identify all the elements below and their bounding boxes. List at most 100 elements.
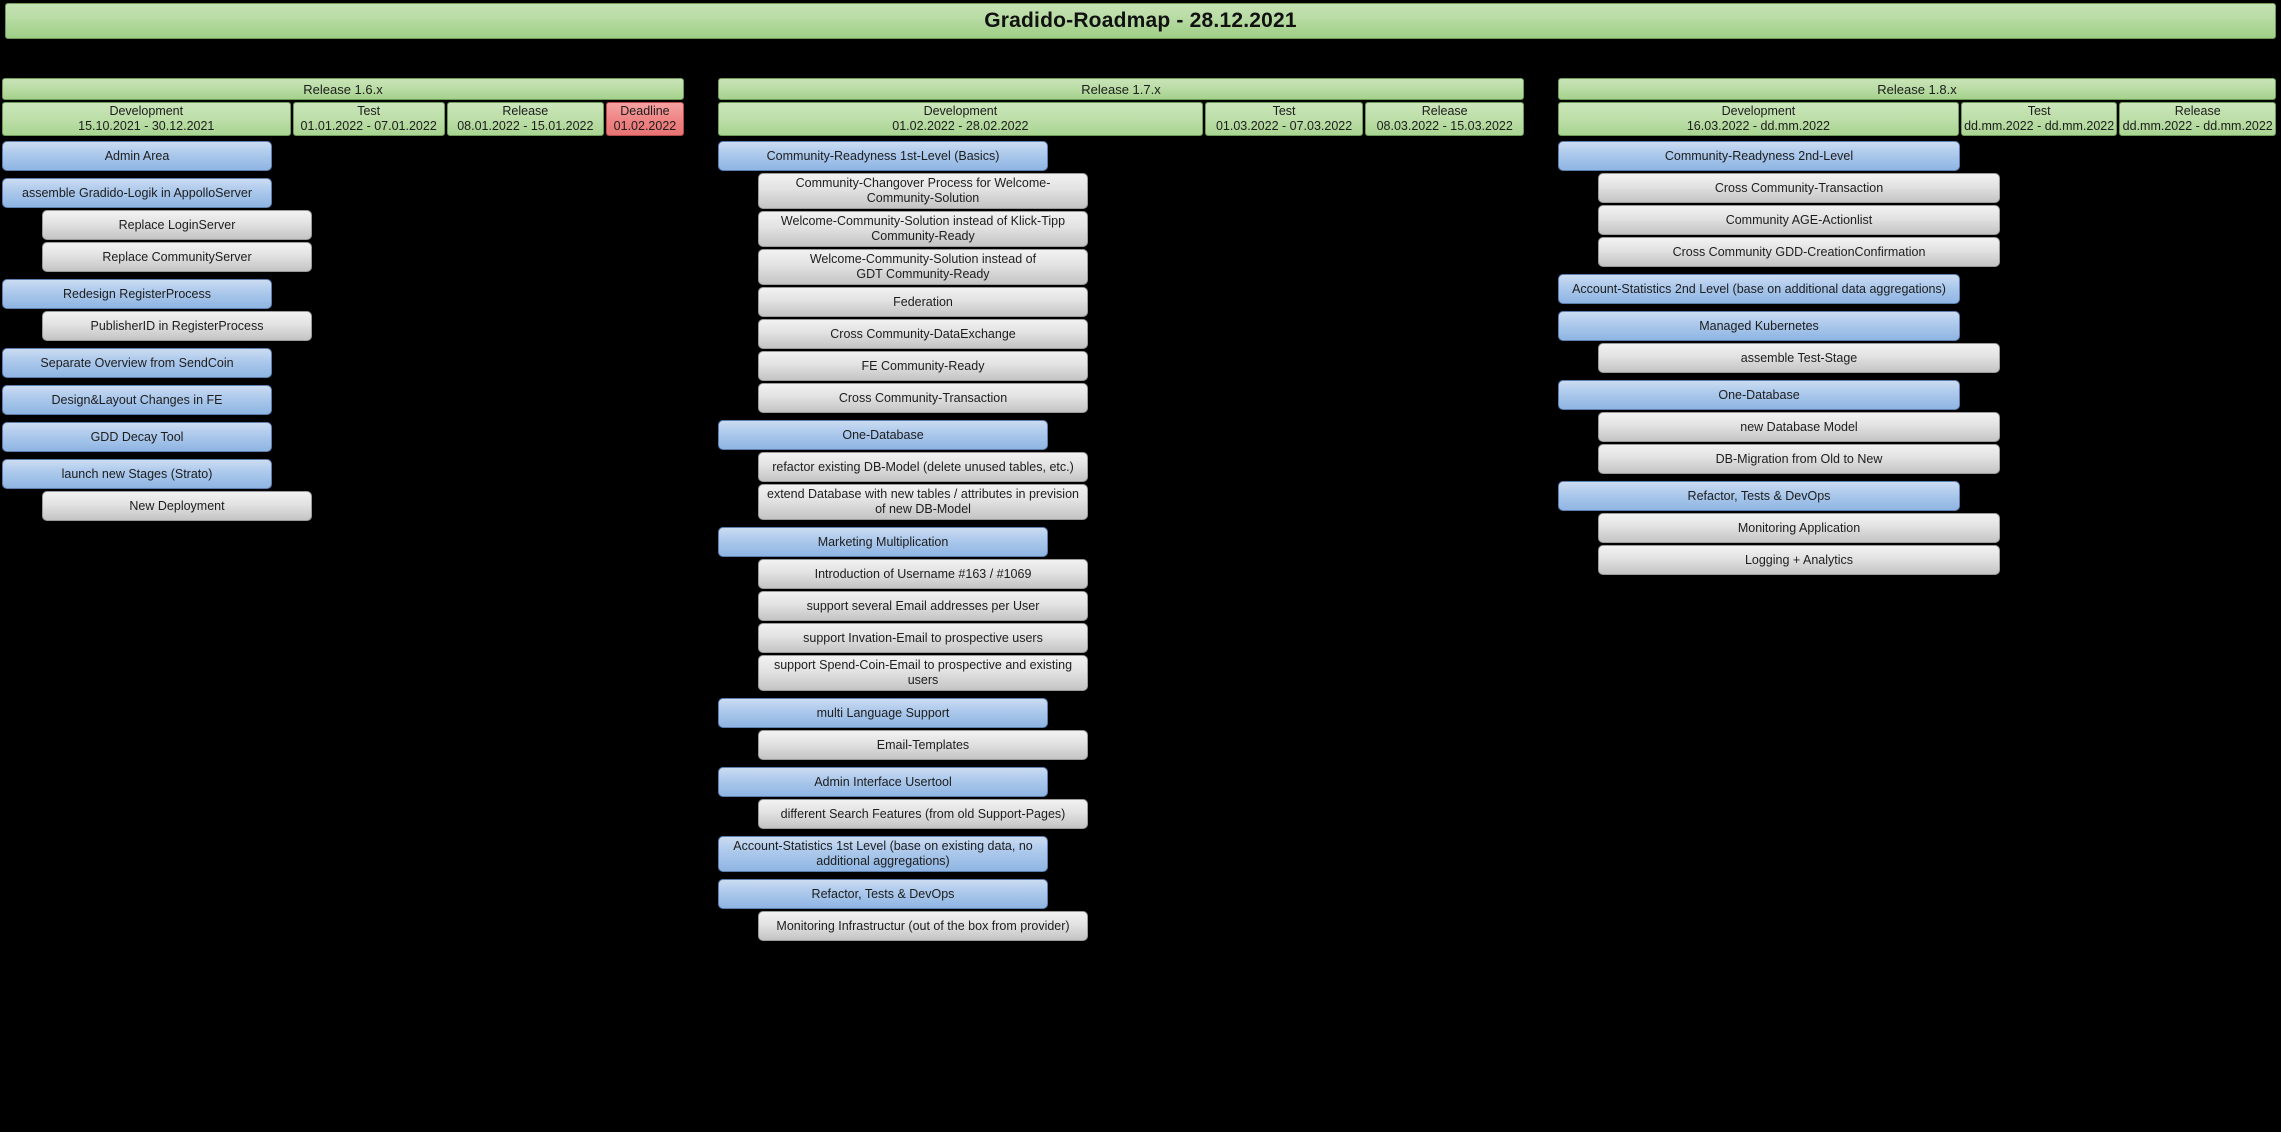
task-child[interactable]: Monitoring Application xyxy=(1598,513,2000,543)
task-child[interactable]: Introduction of Username #163 / #1069 xyxy=(758,559,1088,589)
phase-name: Release xyxy=(2174,104,2221,118)
task-child[interactable]: refactor existing DB-Model (delete unuse… xyxy=(758,452,1088,482)
task-child[interactable]: Email-Templates xyxy=(758,730,1088,760)
task-parent[interactable]: launch new Stages (Strato) xyxy=(2,459,272,489)
task-child[interactable]: Cross Community-Transaction xyxy=(1598,173,2000,203)
task-label: Logging + Analytics xyxy=(1744,552,1854,567)
phase-dates: 08.03.2022 - 15.03.2022 xyxy=(1376,119,1513,133)
task-child[interactable]: Community-Changover Process for Welcome-… xyxy=(758,173,1088,209)
task-label: new Database Model xyxy=(1740,419,1858,434)
task-label: Replace LoginServer xyxy=(118,217,236,232)
task-parent[interactable]: assemble Gradido-Logik in AppolloServer xyxy=(2,178,272,208)
task-label: launch new Stages (Strato) xyxy=(61,466,213,481)
task-child[interactable]: DB-Migration from Old to New xyxy=(1598,444,2000,474)
task-parent[interactable]: Design&Layout Changes in FE xyxy=(2,385,272,415)
task-parent[interactable]: Separate Overview from SendCoin xyxy=(2,348,272,378)
task-parent[interactable]: Account-Statistics 2nd Level (base on ad… xyxy=(1558,274,1960,304)
task-label: Refactor, Tests & DevOps xyxy=(811,886,955,901)
phase-dates: 01.02.2022 xyxy=(613,119,677,133)
task-label: Community AGE-Actionlist xyxy=(1725,212,1873,227)
task-parent[interactable]: Community-Readyness 2nd-Level xyxy=(1558,141,1960,171)
task-child[interactable]: Federation xyxy=(758,287,1088,317)
page-title: Gradido-Roadmap - 28.12.2021 xyxy=(984,9,1297,32)
task-parent[interactable]: Redesign RegisterProcess xyxy=(2,279,272,309)
task-label: Federation xyxy=(893,294,953,309)
task-parent[interactable]: Marketing Multiplication xyxy=(718,527,1048,557)
task-label: Welcome-Community-Solution instead of GD… xyxy=(809,252,1037,281)
task-child[interactable]: support several Email addresses per User xyxy=(758,591,1088,621)
task-child[interactable]: Monitoring Infrastructur (out of the box… xyxy=(758,911,1088,941)
task-child[interactable]: assemble Test-Stage xyxy=(1598,343,2000,373)
task-child[interactable]: Community AGE-Actionlist xyxy=(1598,205,2000,235)
phase-dates: 16.03.2022 - dd.mm.2022 xyxy=(1686,119,1831,133)
task-label: different Search Features (from old Supp… xyxy=(780,806,1066,821)
task-label: Replace CommunityServer xyxy=(102,249,252,264)
task-parent[interactable]: Managed Kubernetes xyxy=(1558,311,1960,341)
task-label: Admin Interface Usertool xyxy=(814,774,952,789)
task-parent[interactable]: Account-Statistics 1st Level (base on ex… xyxy=(718,836,1048,872)
task-child[interactable]: FE Community-Ready xyxy=(758,351,1088,381)
task-child[interactable]: Welcome-Community-Solution instead of Kl… xyxy=(758,211,1088,247)
task-child[interactable]: Cross Community-Transaction xyxy=(758,383,1088,413)
task-label: Cross Community-DataExchange xyxy=(830,326,1016,341)
task-parent[interactable]: One-Database xyxy=(718,420,1048,450)
task-child[interactable]: Replace LoginServer xyxy=(42,210,312,240)
task-child[interactable]: support Invation-Email to prospective us… xyxy=(758,623,1088,653)
phase-name: Release xyxy=(1421,104,1468,118)
task-label: Design&Layout Changes in FE xyxy=(51,392,223,407)
task-label: multi Language Support xyxy=(816,705,950,720)
task-list: Admin Area assemble Gradido-Logik in Appo… xyxy=(2,141,684,521)
task-child[interactable]: New Deployment xyxy=(42,491,312,521)
task-label: Cross Community-Transaction xyxy=(838,390,1008,405)
task-child[interactable]: Cross Community-DataExchange xyxy=(758,319,1088,349)
task-child[interactable]: PublisherID in RegisterProcess xyxy=(42,311,312,341)
release-title-2: Release 1.7.x xyxy=(718,78,1524,100)
release-title-label: Release 1.6.x xyxy=(303,81,383,97)
task-label: Monitoring Application xyxy=(1737,520,1861,535)
task-label: Welcome-Community-Solution instead of Kl… xyxy=(780,214,1066,243)
phase-name: Test xyxy=(357,104,381,118)
task-label: support several Email addresses per User xyxy=(806,598,1040,613)
task-parent[interactable]: GDD Decay Tool xyxy=(2,422,272,452)
task-child[interactable]: Logging + Analytics xyxy=(1598,545,2000,575)
task-parent[interactable]: One-Database xyxy=(1558,380,1960,410)
task-parent[interactable]: Refactor, Tests & DevOps xyxy=(1558,481,1960,511)
task-label: FE Community-Ready xyxy=(861,358,985,373)
task-label: Introduction of Username #163 / #1069 xyxy=(814,566,1032,581)
task-label: GDD Decay Tool xyxy=(90,429,184,444)
task-label: assemble Gradido-Logik in AppolloServer xyxy=(22,185,252,200)
task-parent[interactable]: Admin Area xyxy=(2,141,272,171)
task-label: One-Database xyxy=(1718,387,1800,402)
task-child[interactable]: support Spend-Coin-Email to prospective … xyxy=(758,655,1088,691)
phase-dates: 01.03.2022 - 07.03.2022 xyxy=(1215,119,1353,133)
task-child[interactable]: new Database Model xyxy=(1598,412,2000,442)
task-parent[interactable]: Community-Readyness 1st-Level (Basics) xyxy=(718,141,1048,171)
task-parent[interactable]: multi Language Support xyxy=(718,698,1048,728)
task-label: Account-Statistics 2nd Level (base on ad… xyxy=(1572,281,1946,296)
phase-dates: dd.mm.2022 - dd.mm.2022 xyxy=(1964,119,2115,133)
task-child[interactable]: Welcome-Community-Solution instead of GD… xyxy=(758,249,1088,285)
phase-dates: dd.mm.2022 - dd.mm.2022 xyxy=(2122,119,2273,133)
task-label: extend Database with new tables / attrib… xyxy=(767,487,1079,516)
phase-name: Test xyxy=(2027,104,2051,118)
phase-dates: 01.01.2022 - 07.01.2022 xyxy=(300,119,437,133)
task-child[interactable]: Cross Community GDD-CreationConfirmation xyxy=(1598,237,2000,267)
task-label: Admin Area xyxy=(104,148,170,163)
task-child[interactable]: different Search Features (from old Supp… xyxy=(758,799,1088,829)
phase-dates: 15.10.2021 - 30.12.2021 xyxy=(78,119,215,133)
task-parent[interactable]: Admin Interface Usertool xyxy=(718,767,1048,797)
task-parent[interactable]: Refactor, Tests & DevOps xyxy=(718,879,1048,909)
task-child[interactable]: Replace CommunityServer xyxy=(42,242,312,272)
task-child[interactable]: extend Database with new tables / attrib… xyxy=(758,484,1088,520)
